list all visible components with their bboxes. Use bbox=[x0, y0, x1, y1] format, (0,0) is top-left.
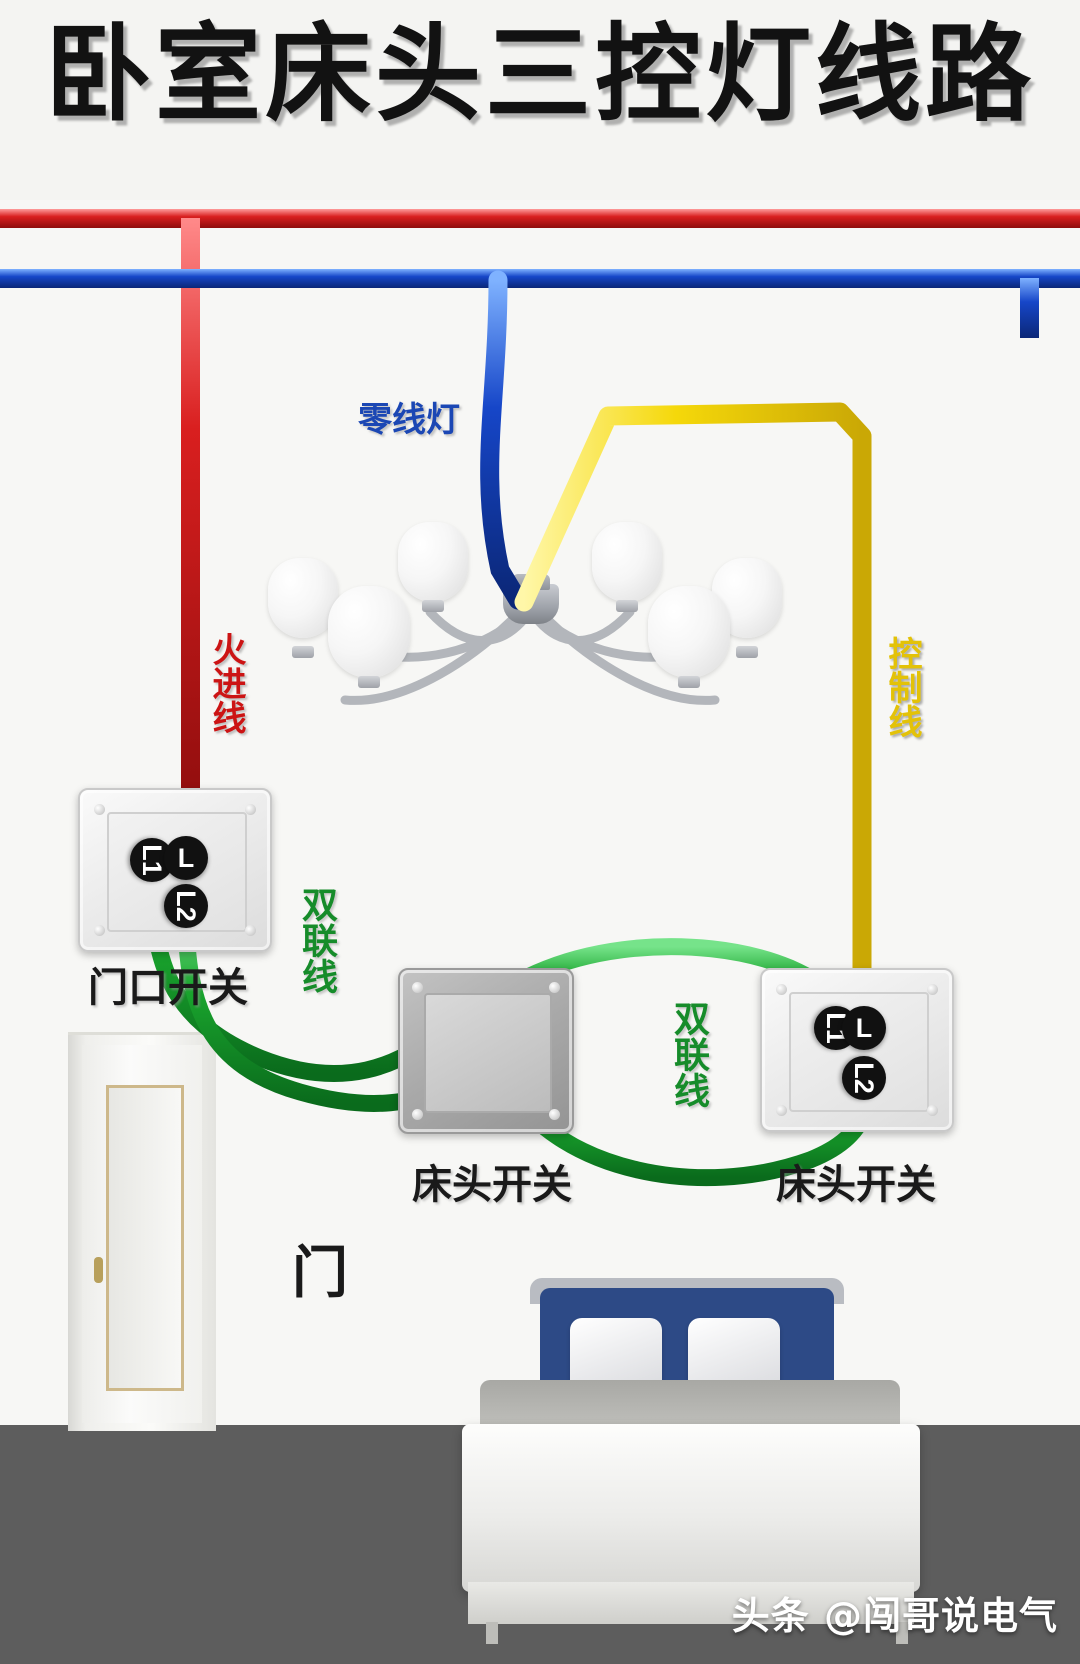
switch-screw bbox=[776, 1105, 787, 1116]
title-band: 卧室床头三控灯线路 bbox=[0, 0, 1080, 200]
bed-leg bbox=[486, 1622, 498, 1644]
terminal-l2-bedside-right: L2 bbox=[842, 1056, 886, 1100]
door-leaf bbox=[82, 1045, 202, 1423]
neutral-lamp-label: 零线灯 bbox=[358, 400, 460, 440]
switch-screw bbox=[412, 982, 423, 993]
lamp-collar bbox=[292, 646, 314, 658]
lamp-collar bbox=[422, 600, 444, 612]
pillow bbox=[570, 1318, 662, 1392]
switch-screw bbox=[927, 984, 938, 995]
bed-duvet bbox=[462, 1424, 920, 1592]
lamp-globe bbox=[592, 522, 662, 602]
lamp-globe bbox=[328, 586, 410, 678]
bedside-switch-right-label: 床头开关 bbox=[776, 1162, 936, 1208]
switch-screw bbox=[776, 984, 787, 995]
watermark: 头条 @闯哥说电气 bbox=[731, 1594, 1058, 1638]
lamp-collar bbox=[358, 676, 380, 688]
switch-screw bbox=[549, 1109, 560, 1120]
ceiling-chandelier bbox=[250, 500, 810, 730]
terminal-l2-door-switch: L2 bbox=[164, 884, 208, 928]
live-in-label: 火进线 bbox=[206, 632, 246, 734]
door-panel bbox=[106, 1085, 184, 1391]
terminal-l-bedside-right: L bbox=[842, 1006, 886, 1050]
lamp-collar bbox=[616, 600, 638, 612]
control-wire-label: 控制线 bbox=[882, 636, 922, 738]
door-switch-label: 门口开关 bbox=[88, 965, 248, 1011]
switch-screw bbox=[549, 982, 560, 993]
bed-skirt bbox=[468, 1582, 914, 1624]
sidebar-item-bedside-switch-right[interactable] bbox=[760, 968, 954, 1132]
chandelier-cap bbox=[512, 574, 550, 590]
switch-inner-plate bbox=[424, 992, 552, 1114]
lamp-collar bbox=[736, 646, 758, 658]
pillow bbox=[688, 1318, 780, 1392]
lamp-globe bbox=[648, 586, 730, 678]
switch-screw bbox=[412, 1109, 423, 1120]
bed-leg bbox=[896, 1622, 908, 1644]
door-knob-icon bbox=[94, 1257, 103, 1283]
switch-screw bbox=[245, 804, 256, 815]
page-title: 卧室床头三控灯线路 bbox=[45, 13, 1035, 136]
terminal-l-door-switch: L bbox=[164, 836, 208, 880]
link-wire-left-label: 双联线 bbox=[296, 886, 337, 994]
switch-screw bbox=[245, 925, 256, 936]
door-label: 门 bbox=[292, 1241, 348, 1306]
chandelier-hub bbox=[503, 584, 559, 624]
link-wire-right-label: 双联线 bbox=[668, 1000, 709, 1108]
switch-screw bbox=[94, 804, 105, 815]
switch-screw bbox=[927, 1105, 938, 1116]
lamp-globe bbox=[398, 522, 468, 602]
switch-screw bbox=[94, 925, 105, 936]
sidebar-item-bedside-switch-mid[interactable] bbox=[398, 968, 574, 1134]
door bbox=[68, 1032, 216, 1431]
lamp-collar bbox=[678, 676, 700, 688]
lamp-globe bbox=[268, 558, 338, 638]
bedside-switch-mid-label: 床头开关 bbox=[412, 1162, 572, 1208]
